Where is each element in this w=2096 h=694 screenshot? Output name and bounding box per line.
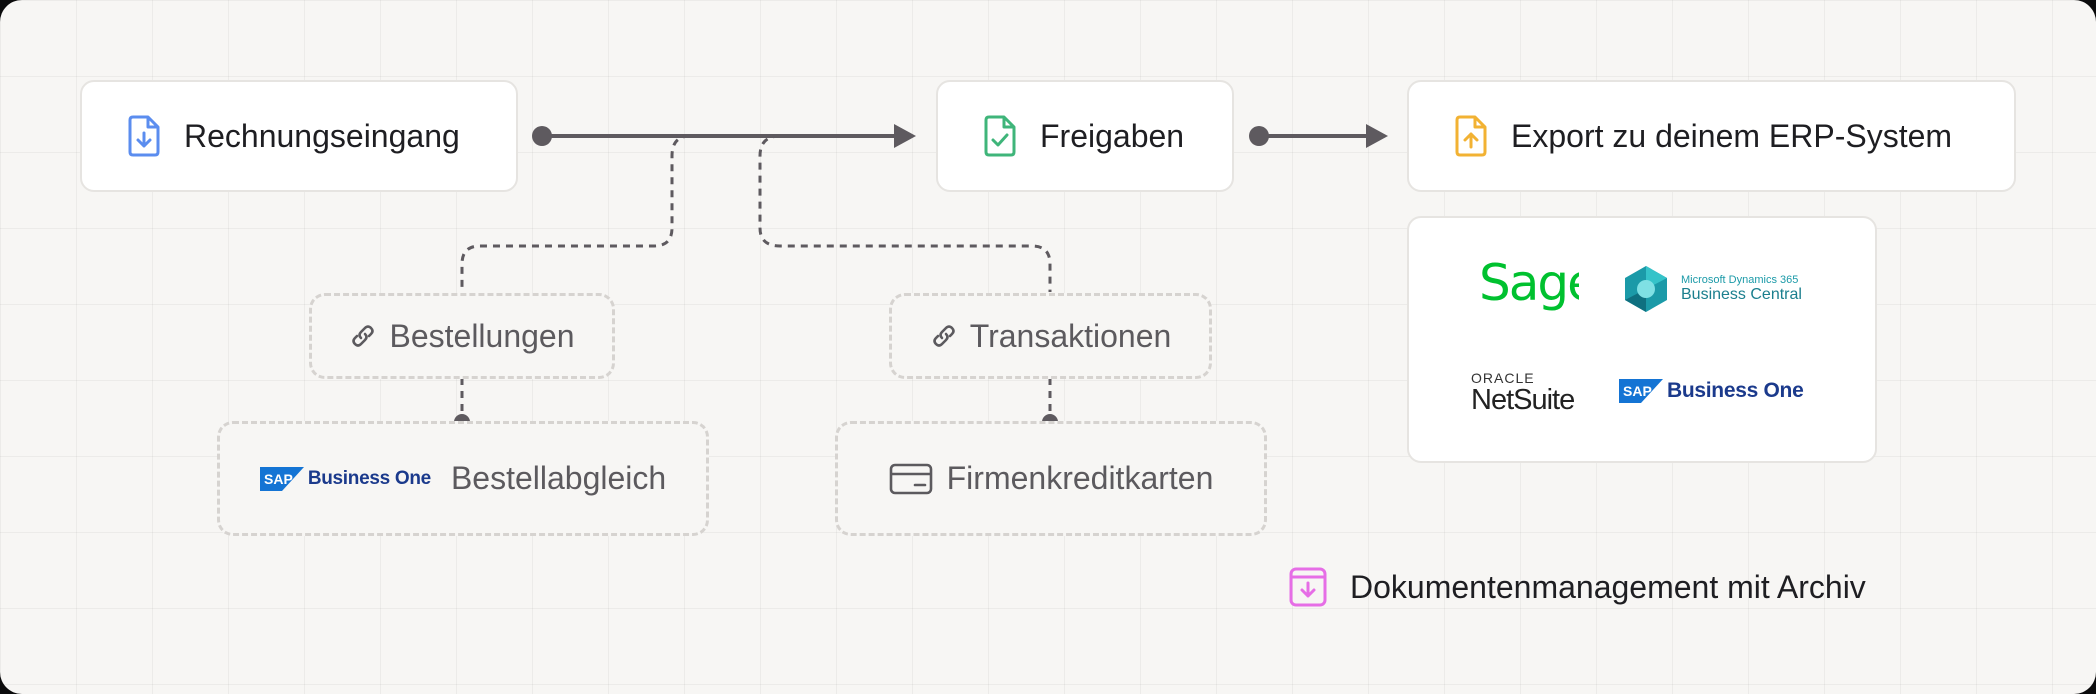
ms-dynamics-bottom-text: Business Central bbox=[1681, 286, 1802, 303]
flow-arrow-head bbox=[894, 124, 916, 148]
node-credit-cards: Firmenkreditkarten bbox=[835, 421, 1267, 536]
sap-flag-icon: SAP bbox=[1619, 379, 1663, 403]
svg-text:SAP: SAP bbox=[264, 471, 293, 487]
node-invoice-inbox: Rechnungseingang bbox=[80, 80, 518, 192]
node-order-matching: SAP Business One Bestellabgleich bbox=[217, 421, 709, 536]
svg-text:SAP: SAP bbox=[1623, 383, 1652, 399]
node-document-management: Dokumentenmanagement mit Archiv bbox=[1288, 566, 1866, 608]
node-label: Bestellungen bbox=[389, 317, 575, 354]
sap-business-one-logo: SAP Business One bbox=[1619, 379, 1804, 403]
sap-flag-icon: SAP bbox=[259, 466, 304, 491]
file-download-icon bbox=[126, 115, 162, 157]
node-approvals: Freigaben bbox=[936, 80, 1234, 192]
dashed-branch-transactions bbox=[758, 134, 1052, 292]
credit-card-icon bbox=[889, 463, 933, 495]
sap-business-one-text: Business One bbox=[1667, 379, 1804, 402]
node-transactions: Transaktionen bbox=[889, 293, 1212, 379]
node-label: Dokumentenmanagement mit Archiv bbox=[1350, 568, 1866, 605]
node-label: Rechnungseingang bbox=[184, 117, 460, 154]
dynamics-icon bbox=[1625, 266, 1667, 312]
oracle-text: ORACLE bbox=[1471, 370, 1535, 386]
ms-dynamics-logo: Microsoft Dynamics 365 Business Central bbox=[1621, 264, 1802, 314]
sap-business-one-text: Business One bbox=[307, 467, 431, 489]
oracle-netsuite-logo: ORACLE NetSuite bbox=[1471, 370, 1575, 417]
erp-logos-panel: Sage Microsoft Dynamics 365 Business Cen… bbox=[1407, 216, 1877, 463]
archive-download-icon bbox=[1288, 566, 1328, 608]
node-label: Bestellabgleich bbox=[450, 460, 667, 496]
node-orders: Bestellungen bbox=[309, 293, 615, 379]
node-label: Firmenkreditkarten bbox=[946, 460, 1214, 496]
node-label: Export zu deinem ERP-System bbox=[1511, 117, 1953, 154]
ms-dynamics-top-text: Microsoft Dynamics 365 bbox=[1681, 274, 1799, 286]
link-icon bbox=[349, 322, 377, 350]
node-label: Transaktionen bbox=[969, 317, 1172, 354]
sage-logo-text: Sage bbox=[1479, 260, 1579, 312]
node-label: Freigaben bbox=[1040, 117, 1185, 154]
file-upload-icon bbox=[1453, 115, 1489, 157]
sage-logo: Sage bbox=[1479, 260, 1579, 318]
node-export: Export zu deinem ERP-System bbox=[1407, 80, 2016, 192]
flow-arrow-head bbox=[1366, 124, 1388, 148]
sap-business-one-logo: SAP Business One bbox=[259, 466, 431, 491]
file-check-icon bbox=[982, 115, 1018, 157]
dashed-branch-orders bbox=[460, 134, 691, 292]
link-icon bbox=[930, 322, 958, 350]
netsuite-text: NetSuite bbox=[1471, 384, 1575, 416]
